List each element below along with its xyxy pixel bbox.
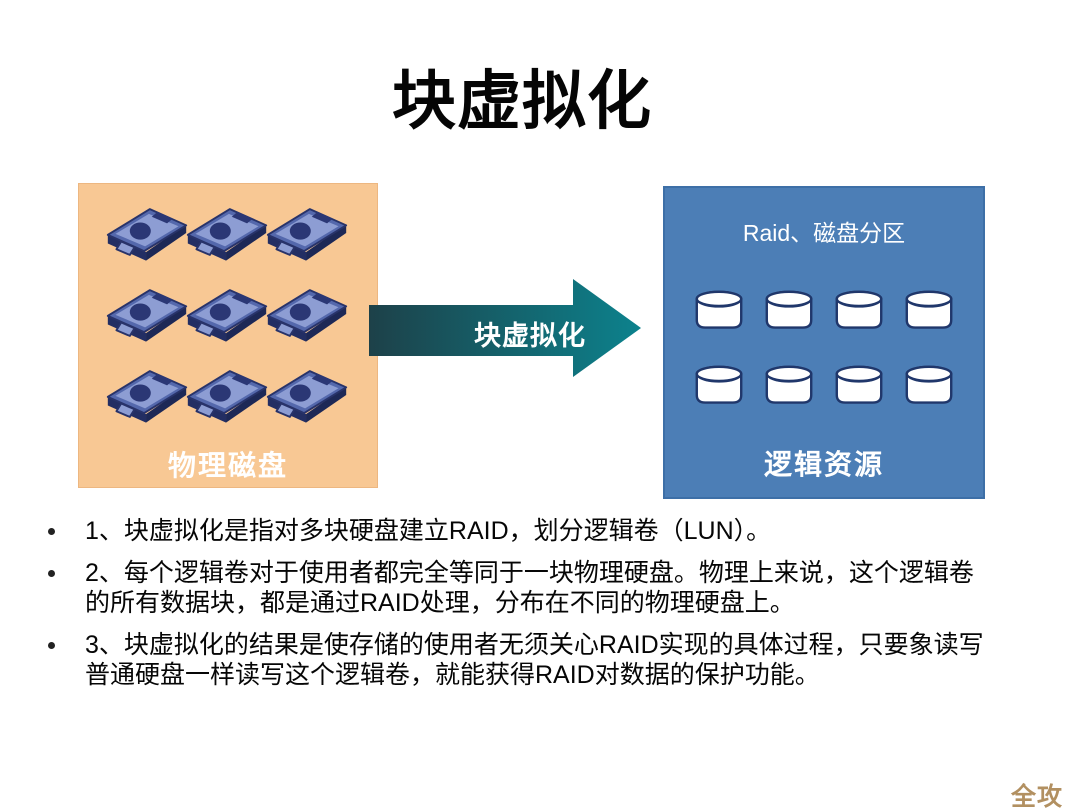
logical-panel-header: Raid、磁盘分区: [742, 220, 906, 246]
logical-volume-cylinder-icon: [904, 288, 954, 332]
logical-resources-label: 逻辑资源: [763, 449, 884, 480]
arrow-right-icon: [369, 279, 641, 377]
bullet-item-1: 1、块虚拟化是指对多块硬盘建立RAID，划分逻辑卷（LUN）。: [40, 516, 1030, 546]
bullet-item-3: 3、块虚拟化的结果是使存储的使用者无须关心RAID实现的具体过程，只要象读写 普…: [40, 630, 1030, 690]
hard-disk-icon: [184, 196, 270, 268]
logical-volume-cylinder-icon: [694, 288, 744, 332]
logical-volume-cylinder-icon: [764, 363, 814, 407]
hard-disk-icon: [184, 358, 270, 430]
hard-disk-icon: [104, 196, 190, 268]
hard-disk-icon: [264, 277, 350, 349]
bullet-list: 1、块虚拟化是指对多块硬盘建立RAID，划分逻辑卷（LUN）。 2、每个逻辑卷对…: [40, 516, 1030, 702]
disk-grid: [79, 196, 377, 439]
page-title: 块虚拟化: [392, 65, 652, 137]
hard-disk-icon: [104, 358, 190, 430]
hard-disk-icon: [264, 196, 350, 268]
physical-disks-panel: 物理磁盘: [78, 183, 378, 488]
logical-volume-cylinder-icon: [834, 363, 884, 407]
hard-disk-icon: [104, 277, 190, 349]
hard-disk-icon: [184, 277, 270, 349]
logical-resources-panel: Raid、磁盘分区 逻辑资源: [663, 186, 985, 499]
hard-disk-icon: [264, 358, 350, 430]
logical-volume-cylinder-icon: [764, 288, 814, 332]
logical-volume-cylinder-icon: [834, 288, 884, 332]
logical-volume-cylinder-icon: [694, 363, 744, 407]
physical-disks-label: 物理磁盘: [167, 450, 288, 481]
cylinder-grid: [665, 288, 983, 407]
logical-volume-cylinder-icon: [904, 363, 954, 407]
watermark: 全攻略: [1011, 783, 1064, 810]
bullet-item-2: 2、每个逻辑卷对于使用者都完全等同于一块物理硬盘。物理上来说，这个逻辑卷 的所有…: [40, 558, 1030, 618]
arrow-label: 块虚拟化: [474, 321, 586, 351]
